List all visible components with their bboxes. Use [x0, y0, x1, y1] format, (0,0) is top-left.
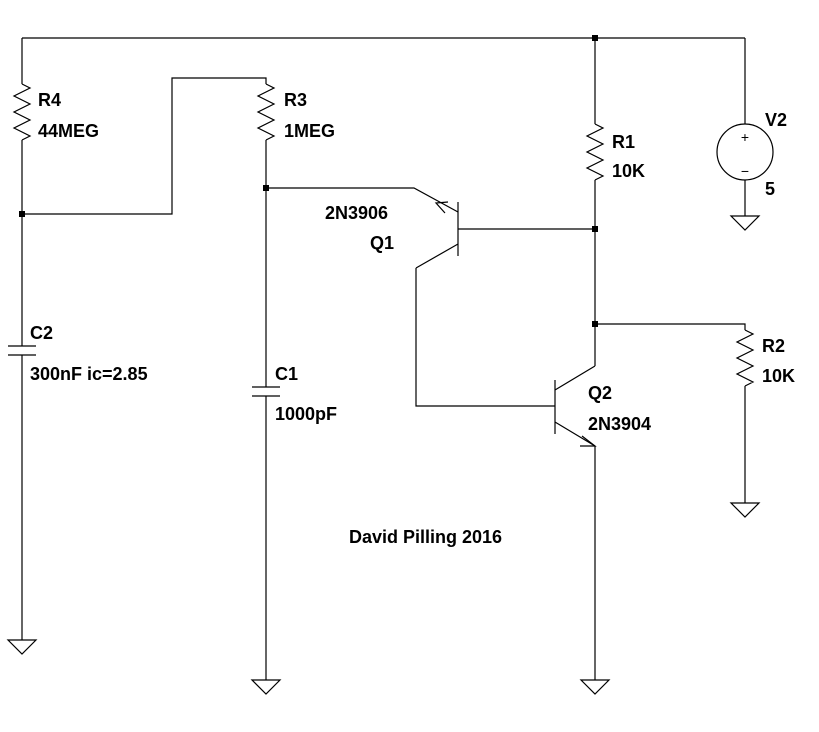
ground-v2-icon: [729, 215, 761, 231]
junction-rail-r1: [592, 35, 598, 41]
ground-r2-icon: [729, 502, 761, 518]
resistor-r3[interactable]: [256, 83, 276, 141]
transistor-q2[interactable]: [554, 365, 596, 447]
resistor-r1[interactable]: [585, 123, 605, 181]
resistor-r2[interactable]: [735, 329, 755, 387]
c1-ref-label: C1: [275, 364, 298, 384]
c2-value-label: 300nF ic=2.85: [30, 364, 148, 384]
ground-q2-icon: [579, 679, 611, 695]
transistor-q1[interactable]: [415, 202, 459, 269]
c2-ref-label: C2: [30, 323, 53, 343]
v2-ref-label: V2: [765, 110, 787, 130]
r1-value-label: 10K: [612, 161, 645, 181]
q2-ref-label: Q2: [588, 383, 612, 403]
r4-value-label: 44MEG: [38, 121, 99, 141]
q1-model-label: 2N3906: [325, 203, 388, 223]
resistor-r4[interactable]: [12, 83, 32, 141]
wire-r3-to-q1-emitter: [266, 187, 459, 213]
r4-ref-label: R4: [38, 90, 61, 110]
c1-value-label: 1000pF: [275, 404, 337, 424]
capacitor-c2[interactable]: [8, 345, 36, 356]
junction-r4-c2: [19, 211, 25, 217]
q2-model-label: 2N3904: [588, 414, 651, 434]
v2-plus-sign: +: [741, 129, 749, 145]
r2-value-label: 10K: [762, 366, 795, 386]
ground-c2-icon: [6, 639, 38, 655]
v2-minus-sign: −: [741, 163, 749, 179]
credit-text: David Pilling 2016: [349, 527, 502, 547]
wire-node-to-r3: [22, 77, 267, 215]
v2-value-label: 5: [765, 179, 775, 199]
junction-r1-q1: [592, 226, 598, 232]
r2-ref-label: R2: [762, 336, 785, 356]
r1-ref-label: R1: [612, 132, 635, 152]
ground-c1-icon: [250, 679, 282, 695]
wire-to-r2: [595, 323, 746, 330]
q1-emitter-arrow-icon: [434, 201, 449, 214]
wire-q1-collector-to-q2-base: [415, 268, 555, 407]
q1-ref-label: Q1: [370, 233, 394, 253]
r3-value-label: 1MEG: [284, 121, 335, 141]
r3-ref-label: R3: [284, 90, 307, 110]
capacitor-c1[interactable]: [252, 386, 280, 397]
